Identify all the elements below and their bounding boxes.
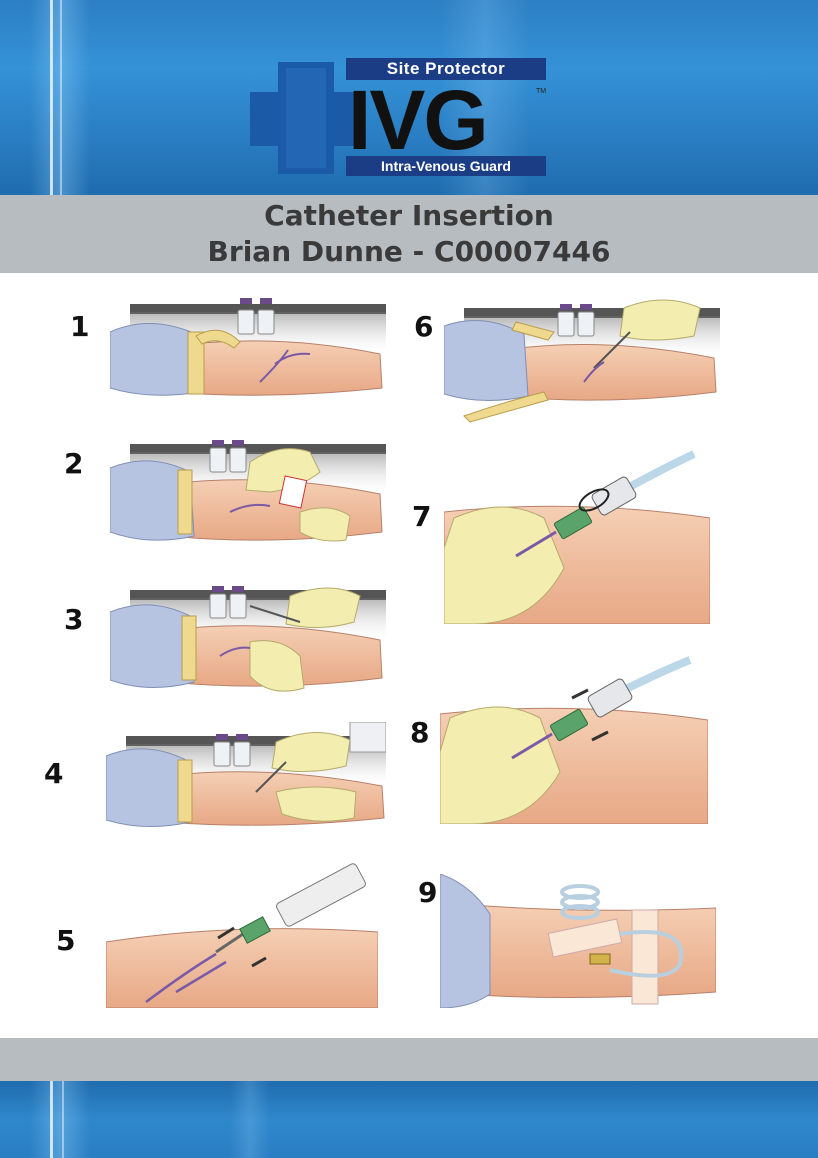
step-number-2: 2 (64, 447, 84, 480)
light-streak (60, 0, 62, 195)
footer-banner (0, 1081, 818, 1158)
step-9-illustration (440, 874, 716, 1008)
logo-intra-venous-guard: Intra-Venous Guard (346, 156, 546, 176)
page-subtitle: Brian Dunne - C00007446 (207, 235, 611, 268)
page-title: Catheter Insertion (264, 199, 554, 232)
step-number-9: 9 (418, 876, 438, 909)
ivg-logo: Site Protector IVG TM Intra-Venous Guard (248, 58, 548, 178)
step-3-illustration (110, 576, 386, 702)
light-streak (50, 0, 53, 195)
medical-cross-highlight (286, 68, 326, 168)
step-2-illustration (110, 432, 386, 550)
step-7-illustration (444, 448, 710, 624)
light-streak (62, 1081, 64, 1158)
light-streak (30, 0, 90, 195)
step-1-illustration (110, 292, 386, 400)
logo-ivg-text: IVG (348, 73, 489, 167)
step-number-7: 7 (412, 500, 432, 533)
light-streak (230, 1081, 270, 1158)
logo-tm: TM (536, 88, 547, 95)
step-number-5: 5 (56, 924, 76, 957)
light-streak (30, 1081, 90, 1158)
light-streak (50, 1081, 53, 1158)
step-4-illustration (106, 722, 386, 832)
step-5-illustration (106, 862, 378, 1008)
header-banner: Site Protector IVG TM Intra-Venous Guard (0, 0, 818, 195)
step-8-illustration (440, 656, 708, 824)
step-number-4: 4 (44, 757, 64, 790)
footer-bar (0, 1038, 818, 1081)
step-number-6: 6 (414, 310, 434, 343)
step-6-illustration (444, 292, 720, 424)
step-number-8: 8 (410, 716, 430, 749)
step-number-3: 3 (64, 603, 84, 636)
title-bar: Catheter Insertion Brian Dunne - C000074… (0, 195, 818, 273)
logo-site-protector: Site Protector (346, 58, 546, 80)
step-number-1: 1 (70, 310, 90, 343)
